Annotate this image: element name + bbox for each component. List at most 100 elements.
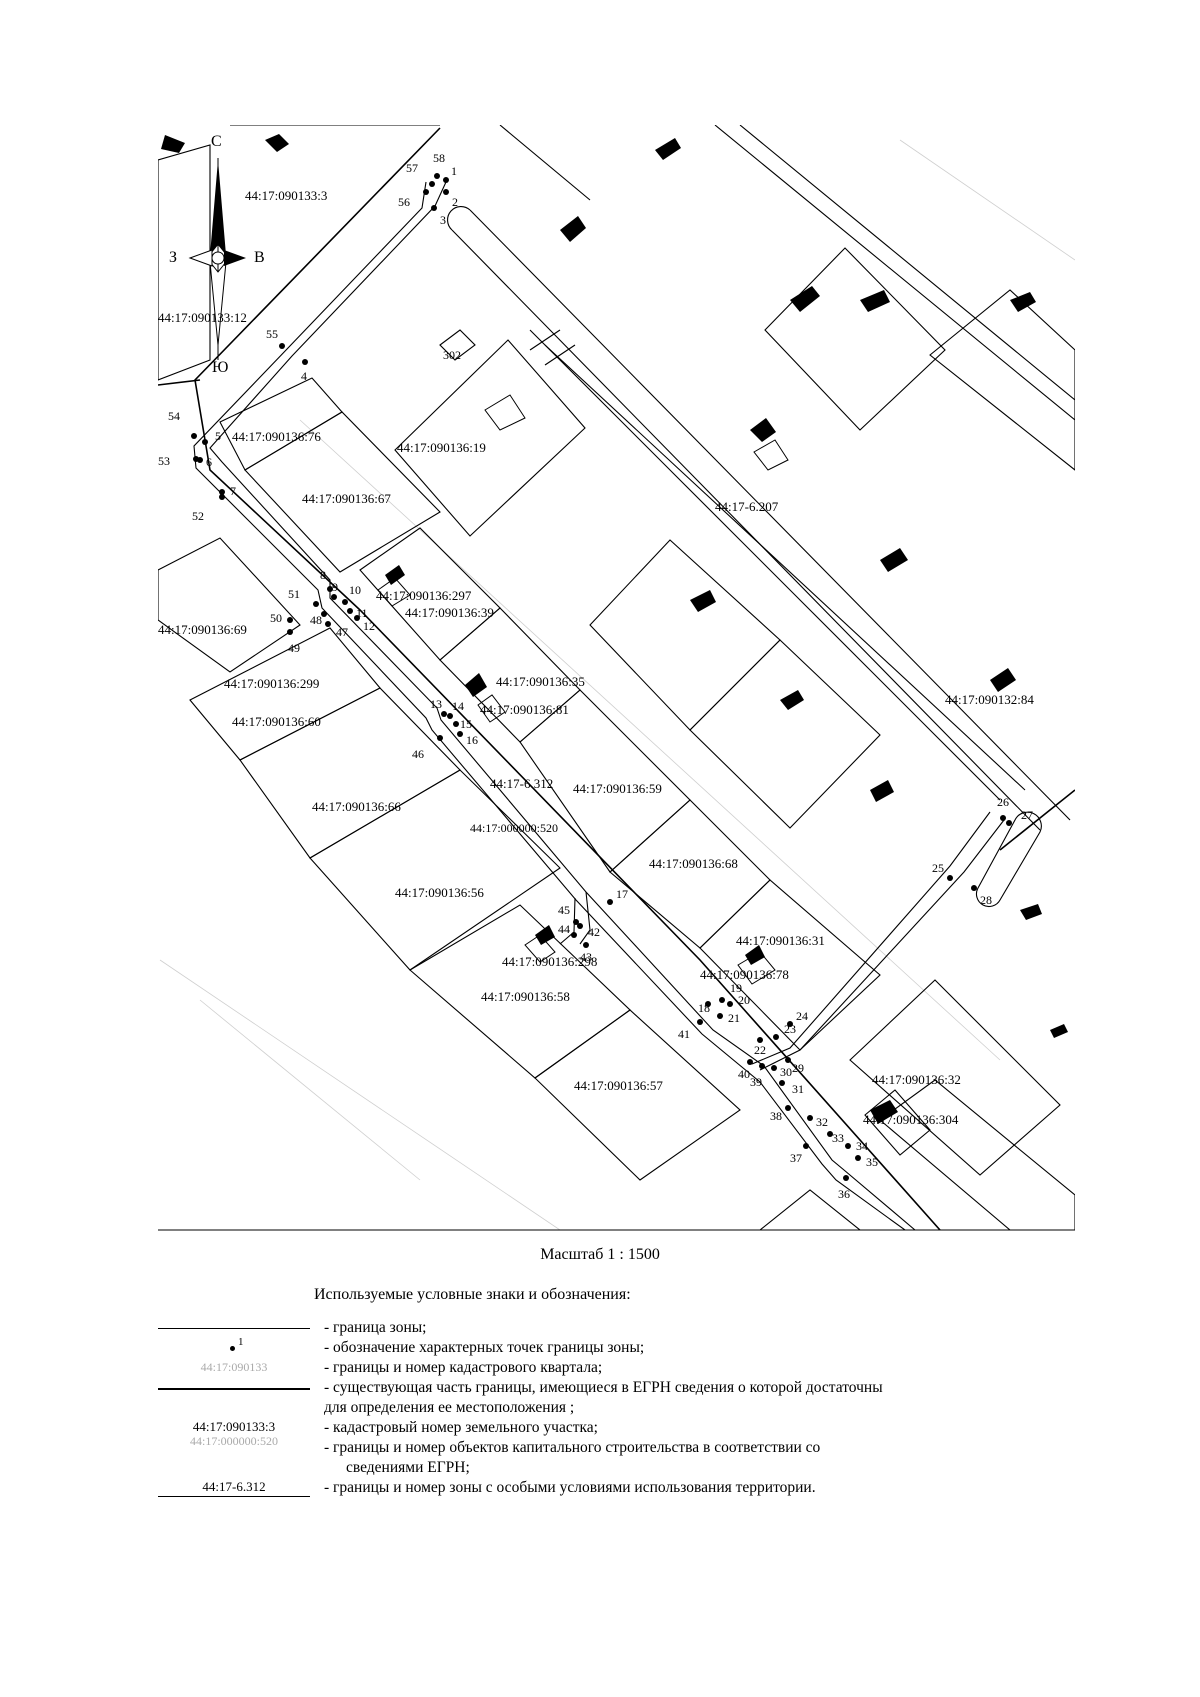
boundary-point-label: 37 bbox=[790, 1151, 802, 1165]
boundary-point-label: 2 bbox=[452, 195, 458, 209]
boundary-point-label: 4 bbox=[301, 369, 307, 383]
boundary-point bbox=[759, 1063, 765, 1069]
legend: - граница зоны; 1 - обозначение характер… bbox=[158, 1318, 1058, 1498]
boundary-point bbox=[279, 343, 285, 349]
boundary-point bbox=[287, 629, 293, 635]
legend-desc: - граница зоны; bbox=[324, 1319, 427, 1336]
boundary-point bbox=[429, 181, 435, 187]
boundary-point-label: 5 bbox=[215, 429, 221, 443]
legend-desc: - обозначение характерных точек границы … bbox=[324, 1339, 645, 1356]
boundary-point-label: 26 bbox=[997, 795, 1009, 809]
boundary-point bbox=[443, 189, 449, 195]
legend-row-points: 1 - обозначение характерных точек границ… bbox=[158, 1336, 1058, 1358]
boundary-point-label: 6 bbox=[206, 455, 212, 469]
boundary-point bbox=[845, 1143, 851, 1149]
boundary-point bbox=[577, 923, 583, 929]
boundary-point bbox=[347, 608, 353, 614]
point-dot-icon bbox=[230, 1346, 235, 1351]
boundary-point-label: 38 bbox=[770, 1109, 782, 1123]
legend-desc: - существующая часть границы, имеющиеся … bbox=[324, 1379, 883, 1396]
boundary-point-label: 9 bbox=[332, 580, 338, 594]
legend-symbol-point: 1 bbox=[158, 1336, 310, 1358]
parcel-label: 44:17:090136:298 bbox=[502, 954, 597, 969]
parcel-56 bbox=[309, 769, 561, 971]
legend-row-parcel: 44:17:090133:3 - кадастровый номер земел… bbox=[158, 1418, 1058, 1438]
boundary-point bbox=[705, 1001, 711, 1007]
boundary-point bbox=[843, 1175, 849, 1181]
boundary-point bbox=[447, 713, 453, 719]
boundary-point-label: 24 bbox=[796, 1009, 808, 1023]
boundary-point bbox=[321, 611, 327, 617]
parcel-far-ne bbox=[929, 289, 1075, 471]
legend-desc-cont: сведениями ЕГРН; bbox=[346, 1459, 470, 1476]
boundary-point-label: 44 bbox=[558, 922, 570, 936]
boundary-point bbox=[773, 1034, 779, 1040]
road-zone-207 bbox=[230, 125, 1075, 908]
legend-symbol-thick-line bbox=[158, 1378, 310, 1398]
boundary-point-label: 27 bbox=[1021, 808, 1033, 822]
boundary-point bbox=[719, 997, 725, 1003]
legend-symbol-zone: 44:17-6.312 bbox=[158, 1478, 310, 1498]
boundary-point-label: 46 bbox=[412, 747, 424, 761]
boundary-point-label: 10 bbox=[349, 583, 361, 597]
compass-rose: С Ю З В bbox=[169, 133, 265, 376]
boundary-point bbox=[779, 1080, 785, 1086]
legend-symbol-building: 44:17:000000:520 bbox=[189, 1434, 278, 1448]
parcel-label: 44:17:090136:58 bbox=[481, 989, 570, 1004]
legend-row-quarter: 44:17:090133 - границы и номер кадастров… bbox=[158, 1358, 1058, 1378]
parcel-label: 44:17:090136:35 bbox=[496, 674, 585, 689]
boundary-point-label: 36 bbox=[838, 1187, 850, 1201]
boundary-point-label: 34 bbox=[856, 1139, 868, 1153]
boundary-point bbox=[1006, 820, 1012, 826]
boundary-point-label: 57 bbox=[406, 161, 418, 175]
boundary-point-label: 28 bbox=[980, 893, 992, 907]
boundary-point bbox=[219, 489, 225, 495]
boundary-point-label: 15 bbox=[460, 717, 472, 731]
boundary-point-label: 22 bbox=[754, 1043, 766, 1057]
boundary-point bbox=[441, 711, 447, 717]
boundary-point bbox=[1000, 815, 1006, 821]
parcel-label: 44:17:090136:56 bbox=[395, 885, 484, 900]
boundary-point bbox=[771, 1065, 777, 1071]
boundary-point bbox=[302, 359, 308, 365]
parcel-middle-b bbox=[689, 639, 881, 829]
boundary-point-label: 42 bbox=[588, 925, 600, 939]
boundary-point-label: 3 bbox=[440, 213, 446, 227]
boundary-point bbox=[855, 1155, 861, 1161]
parcel-label: 44:17:090136:39 bbox=[405, 605, 494, 620]
boundary-point-label: 29 bbox=[792, 1061, 804, 1075]
parcel-sw-top bbox=[158, 144, 211, 381]
legend-row-existing: - существующая часть границы, имеющиеся … bbox=[158, 1378, 1058, 1418]
boundary-point-label: 47 bbox=[336, 625, 348, 639]
zone-label-207: 44:17-6.207 bbox=[715, 499, 779, 514]
boundary-point bbox=[219, 494, 225, 500]
parcel-label: 44:17:090133:12 bbox=[158, 310, 247, 325]
boundary-point-label: 21 bbox=[728, 1011, 740, 1025]
legend-desc: - кадастровый номер земельного участка; bbox=[324, 1419, 598, 1436]
boundary-point-label: 50 bbox=[270, 611, 282, 625]
zone-label-312: 44:17-6.312 bbox=[490, 776, 553, 791]
boundary-point-label: 53 bbox=[158, 454, 170, 468]
boundary-point bbox=[202, 439, 208, 445]
parcel-label: 44:17:090136:32 bbox=[872, 1072, 961, 1087]
boundary-point-label: 23 bbox=[784, 1022, 796, 1036]
quarter-parcel-label: 44:17:090133:3 bbox=[245, 188, 327, 203]
boundary-point-label: 11 bbox=[356, 606, 368, 620]
boundary-point-label: 14 bbox=[452, 699, 464, 713]
boundary-point bbox=[947, 875, 953, 881]
parcel-68 bbox=[609, 799, 771, 949]
compass-west: З bbox=[169, 249, 177, 266]
boundary-point-label: 1 bbox=[451, 164, 457, 178]
plot-labels: 44:17:090136:7644:17:090136:6744:17:0901… bbox=[158, 188, 1034, 1127]
boundary-point-label: 39 bbox=[750, 1075, 762, 1089]
boundary-point-label: 13 bbox=[430, 697, 442, 711]
boundary-point bbox=[727, 1001, 733, 1007]
parcel-19 bbox=[394, 339, 586, 537]
boundary-point-label: 55 bbox=[266, 327, 278, 341]
parcel-middle-a bbox=[589, 539, 781, 731]
parcel-label: 44:17:090136:68 bbox=[649, 856, 738, 871]
raster-features bbox=[161, 134, 1068, 1124]
building-label-302: 302 bbox=[443, 348, 461, 362]
boundary-point-label: 48 bbox=[310, 613, 322, 627]
parcel-label: 44:17:090136:59 bbox=[573, 781, 662, 796]
